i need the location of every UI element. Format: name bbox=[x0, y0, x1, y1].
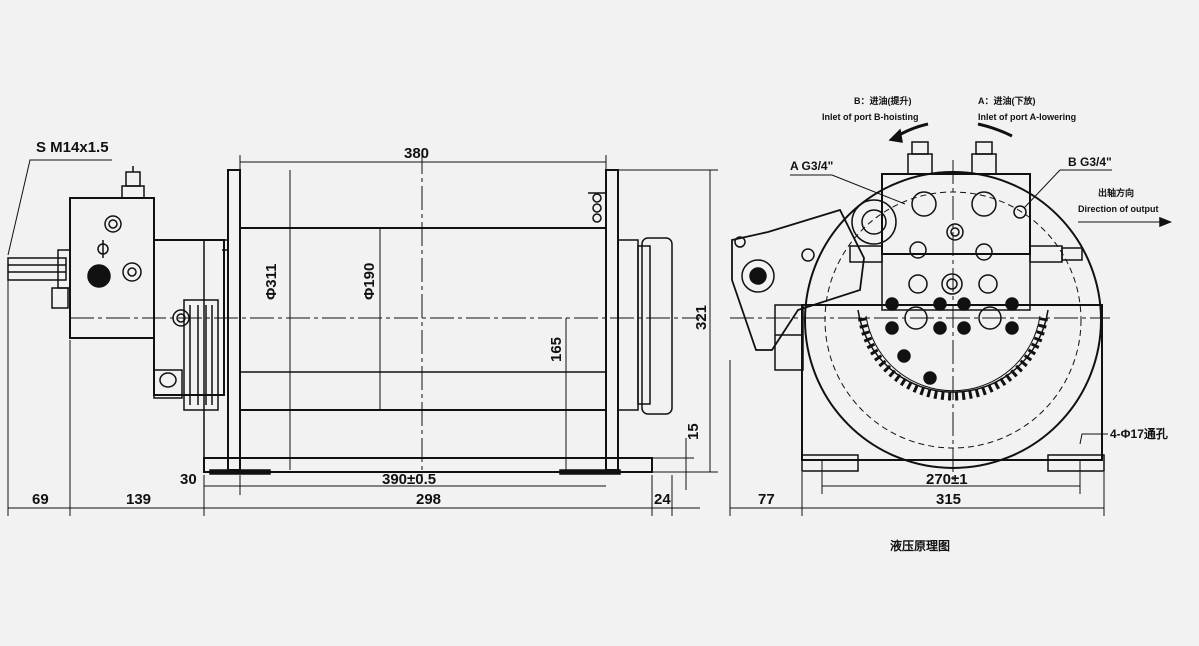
port-a-desc: Inlet of port A-lowering bbox=[978, 112, 1076, 122]
mounting-holes-label: 4-Φ17通孔 bbox=[1110, 426, 1168, 441]
port-b-thread: B G3/4" bbox=[1068, 155, 1112, 169]
dim-69: 69 bbox=[32, 491, 49, 508]
dim-270: 270±1 bbox=[926, 471, 968, 488]
output-direction-cn: 出轴方向 bbox=[1098, 187, 1134, 198]
flange-diameter-dim: Φ311 bbox=[263, 263, 280, 300]
dim-24: 24 bbox=[654, 491, 671, 508]
front-view bbox=[729, 122, 1173, 516]
drum-length-dim: 380 bbox=[404, 145, 429, 162]
diagram-caption: 液压原理图 bbox=[890, 538, 950, 553]
right-view-labels: B：进油(提升) Inlet of port B-hoisting A：进油(下… bbox=[758, 95, 1168, 553]
port-b-desc: Inlet of port B-hoisting bbox=[822, 112, 918, 122]
center-height-dim: 165 bbox=[548, 337, 565, 362]
port-a-thread: A G3/4" bbox=[790, 159, 833, 173]
side-view bbox=[7, 150, 718, 516]
total-height-dim: 321 bbox=[693, 305, 710, 330]
dim-315: 315 bbox=[936, 491, 961, 508]
port-b-label: B：进油(提升) bbox=[854, 95, 912, 106]
left-view-labels: S M14x1.5 380 Φ311 Φ190 165 321 15 30 39… bbox=[32, 139, 710, 508]
base-thickness-dim: 15 bbox=[685, 423, 702, 440]
drum-diameter-dim: Φ190 bbox=[361, 263, 378, 300]
dim-30: 30 bbox=[180, 471, 197, 488]
output-direction-en: Direction of output bbox=[1078, 204, 1159, 214]
thread-spec-label: S M14x1.5 bbox=[36, 139, 109, 156]
dim-390: 390±0.5 bbox=[382, 471, 436, 488]
dim-77: 77 bbox=[758, 491, 775, 508]
port-a-label: A：进油(下放) bbox=[978, 95, 1036, 106]
dim-139: 139 bbox=[126, 491, 151, 508]
dim-298: 298 bbox=[416, 491, 441, 508]
